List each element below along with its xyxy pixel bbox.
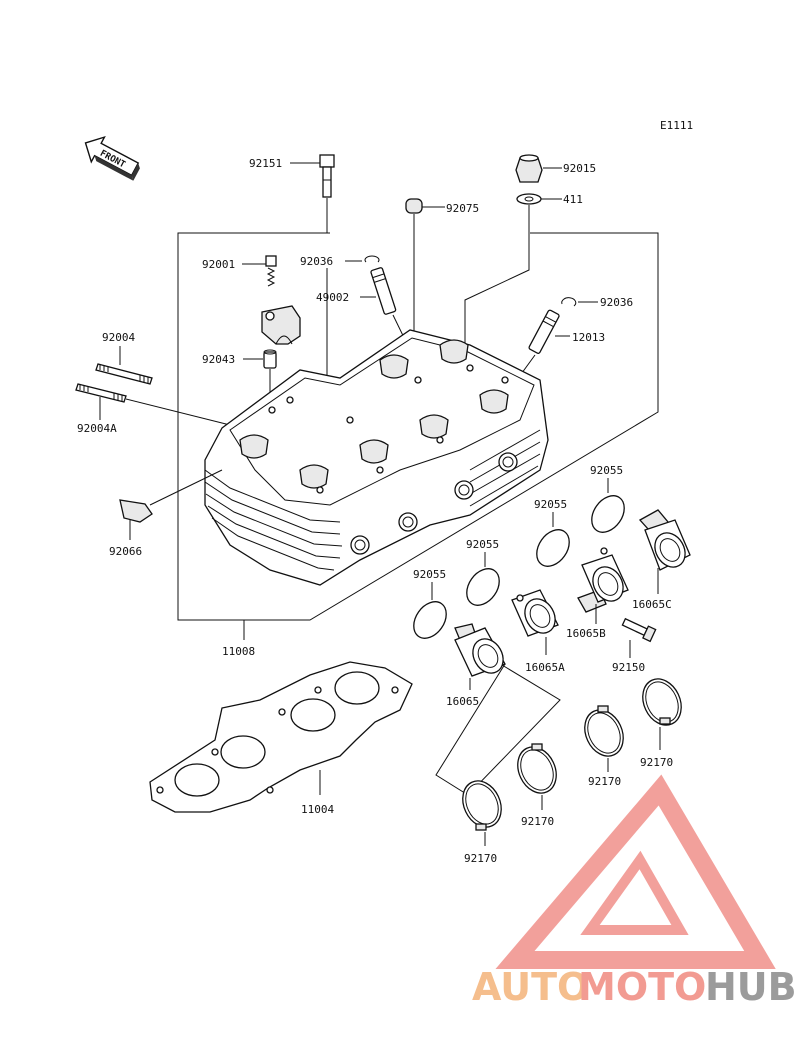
o-ring-92055-b-icon: [536, 529, 570, 567]
part-label-92015: 92015: [563, 162, 596, 175]
watermark-auto: AUTO: [472, 965, 589, 1009]
bolt-92151-icon: [319, 154, 335, 198]
clamp-92170-b-icon: [584, 705, 624, 757]
part-label-92170-d: 92170: [464, 852, 497, 865]
part-label-92066: 92066: [109, 545, 142, 558]
stud-92004-icon: [95, 363, 153, 385]
part-label-92151: 92151: [249, 157, 282, 170]
clamp-92170-d-icon: [462, 780, 502, 831]
cam-holder-icon: [261, 305, 301, 345]
watermark-triangle-icon: [495, 774, 776, 969]
part-label-12013: 12013: [572, 331, 605, 344]
part-label-92170-b: 92170: [588, 775, 621, 788]
part-label-49002: 49002: [316, 291, 349, 304]
part-label-16065B: 16065B: [566, 627, 606, 640]
dowel-92043-icon: [263, 349, 277, 369]
washer-411-icon: [516, 193, 542, 205]
diagram-code: E1111: [660, 119, 693, 132]
intake-holder-16065A-icon: [511, 589, 559, 637]
cylinder-head-icon: [204, 329, 549, 586]
part-label-92055-c: 92055: [466, 538, 499, 551]
clamp-92170-c-icon: [517, 743, 557, 794]
cap-92066-icon: [119, 499, 153, 523]
part-label-92055-a: 92055: [590, 464, 623, 477]
cylinder-head-frame: [177, 232, 659, 621]
part-label-92150: 92150: [612, 661, 645, 674]
circlip-92036-right-icon: [561, 297, 577, 307]
part-label-16065C: 16065C: [632, 598, 672, 611]
watermark-moto: MOTO: [578, 965, 706, 1009]
part-label-92036-a: 92036: [300, 255, 333, 268]
head-gasket-11004-icon: [149, 661, 413, 813]
intake-holder-16065B-icon: [577, 547, 629, 613]
part-label-92170-c: 92170: [521, 815, 554, 828]
o-ring-92055-c-icon: [466, 568, 500, 606]
part-label-92055-b: 92055: [534, 498, 567, 511]
part-label-11008: 11008: [222, 645, 255, 658]
part-label-11004: 11004: [301, 803, 334, 816]
o-ring-92055-a-icon: [591, 495, 625, 533]
part-label-411: 411: [563, 193, 583, 206]
part-label-92043: 92043: [202, 353, 235, 366]
part-label-92036-b: 92036: [600, 296, 633, 309]
part-label-92004: 92004: [102, 331, 135, 344]
plug-92075-icon: [405, 198, 423, 214]
cap-nut-92015-icon: [515, 154, 543, 183]
watermark-logo: AUTO MOTO HUB: [472, 774, 797, 1009]
valve-guide-12013-icon: [528, 309, 560, 354]
watermark-hub: HUB: [705, 965, 797, 1009]
clamp-92170-a-icon: [642, 678, 682, 726]
valve-guide-49002-icon: [370, 267, 397, 315]
stud-92004A-icon: [75, 383, 127, 403]
part-label-92004A: 92004A: [77, 422, 117, 435]
part-label-92075: 92075: [446, 202, 479, 215]
part-label-92055-d: 92055: [413, 568, 446, 581]
front-arrow-icon: FRONT: [84, 135, 140, 181]
intake-holder-16065C-icon: [638, 509, 691, 571]
screw-92150-icon: [621, 617, 657, 643]
part-label-92001: 92001: [202, 258, 235, 271]
bolt-92001-icon: [265, 255, 277, 287]
part-label-92170-a: 92170: [640, 756, 673, 769]
part-label-16065A: 16065A: [525, 661, 565, 674]
circlip-92036-icon: [364, 255, 380, 263]
o-ring-92055-d-icon: [413, 601, 447, 639]
part-label-16065: 16065: [446, 695, 479, 708]
